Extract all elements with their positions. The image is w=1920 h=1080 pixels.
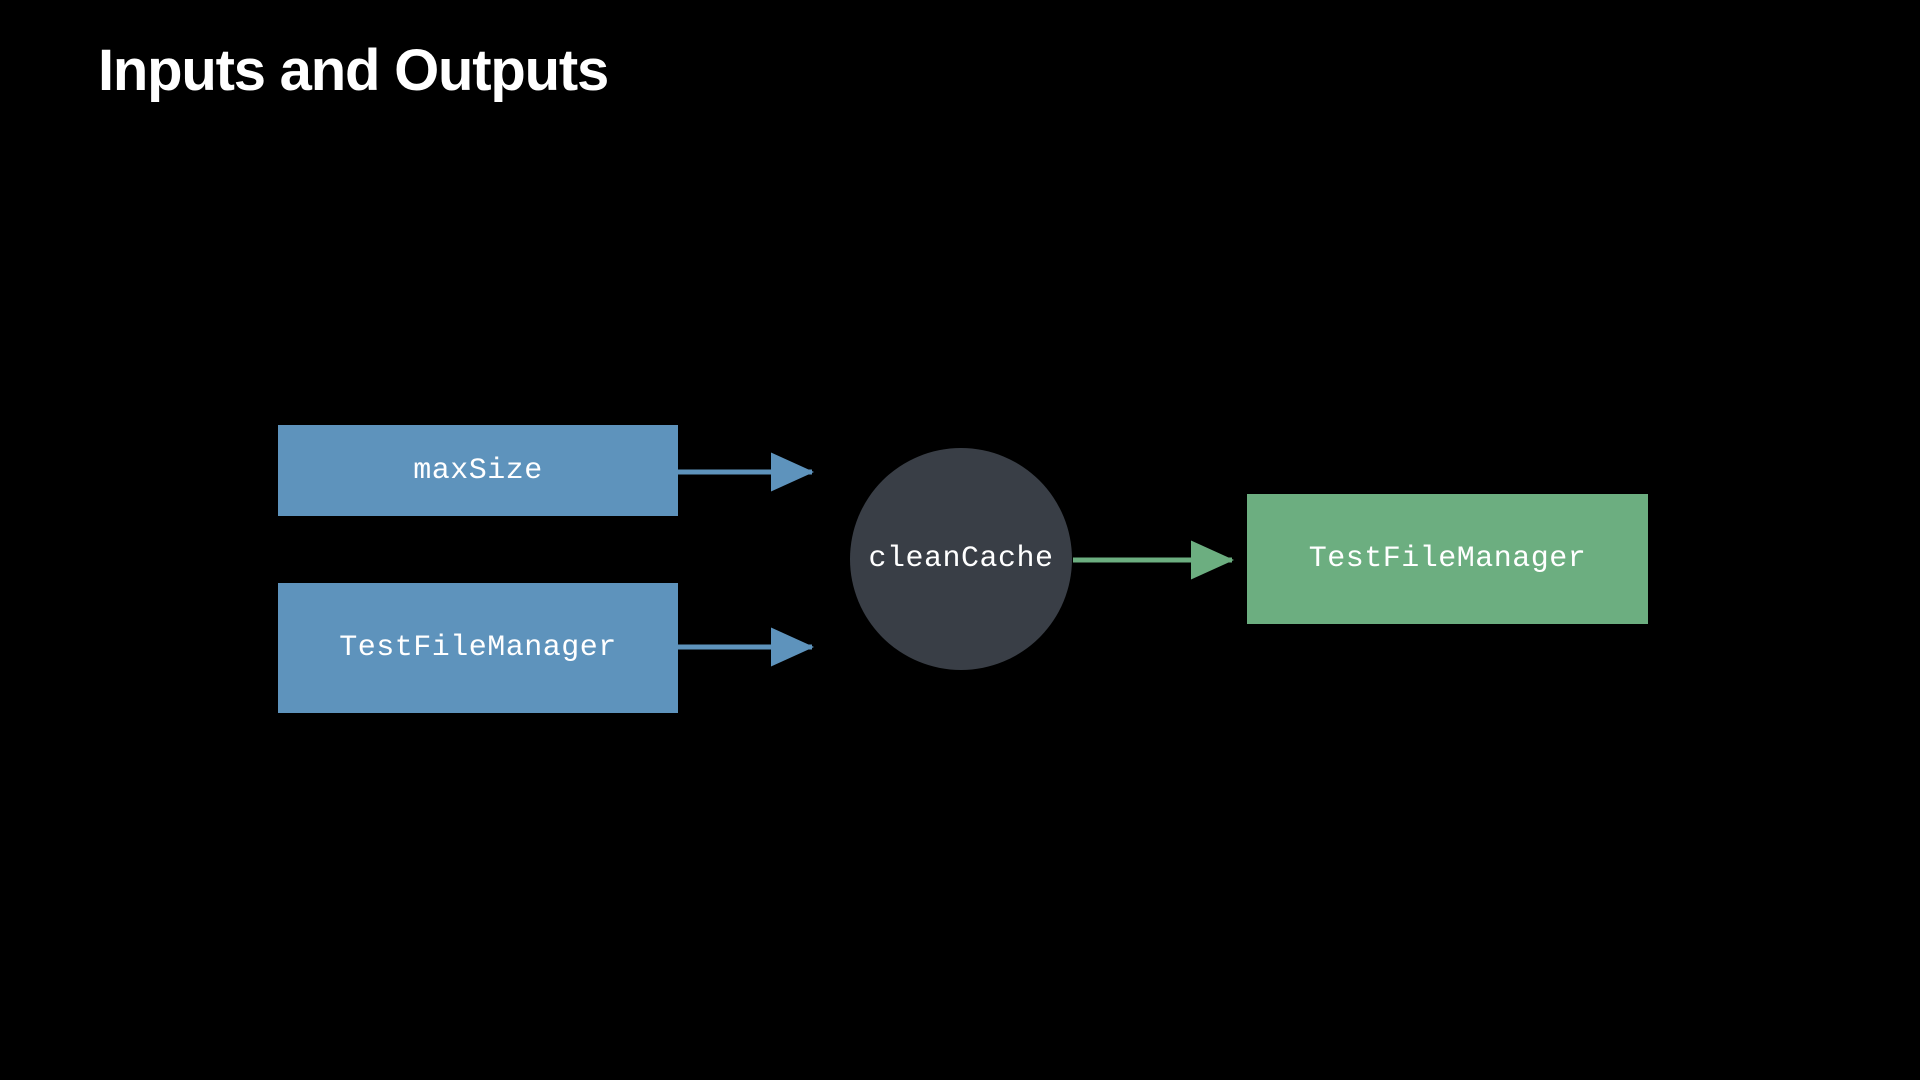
page-title: Inputs and Outputs	[98, 38, 609, 103]
node-process-cleancache[interactable]: cleanCache	[850, 448, 1072, 670]
node-output-testfilemanager-label: TestFileManager	[1308, 542, 1587, 576]
node-input-maxsize-label: maxSize	[413, 453, 543, 488]
node-input-testfilemanager[interactable]: TestFileManager	[278, 583, 678, 713]
node-input-maxsize[interactable]: maxSize	[278, 425, 678, 516]
node-process-cleancache-label: cleanCache	[868, 542, 1054, 576]
node-input-testfilemanager-label: TestFileManager	[339, 631, 617, 665]
node-output-testfilemanager[interactable]: TestFileManager	[1247, 494, 1648, 624]
